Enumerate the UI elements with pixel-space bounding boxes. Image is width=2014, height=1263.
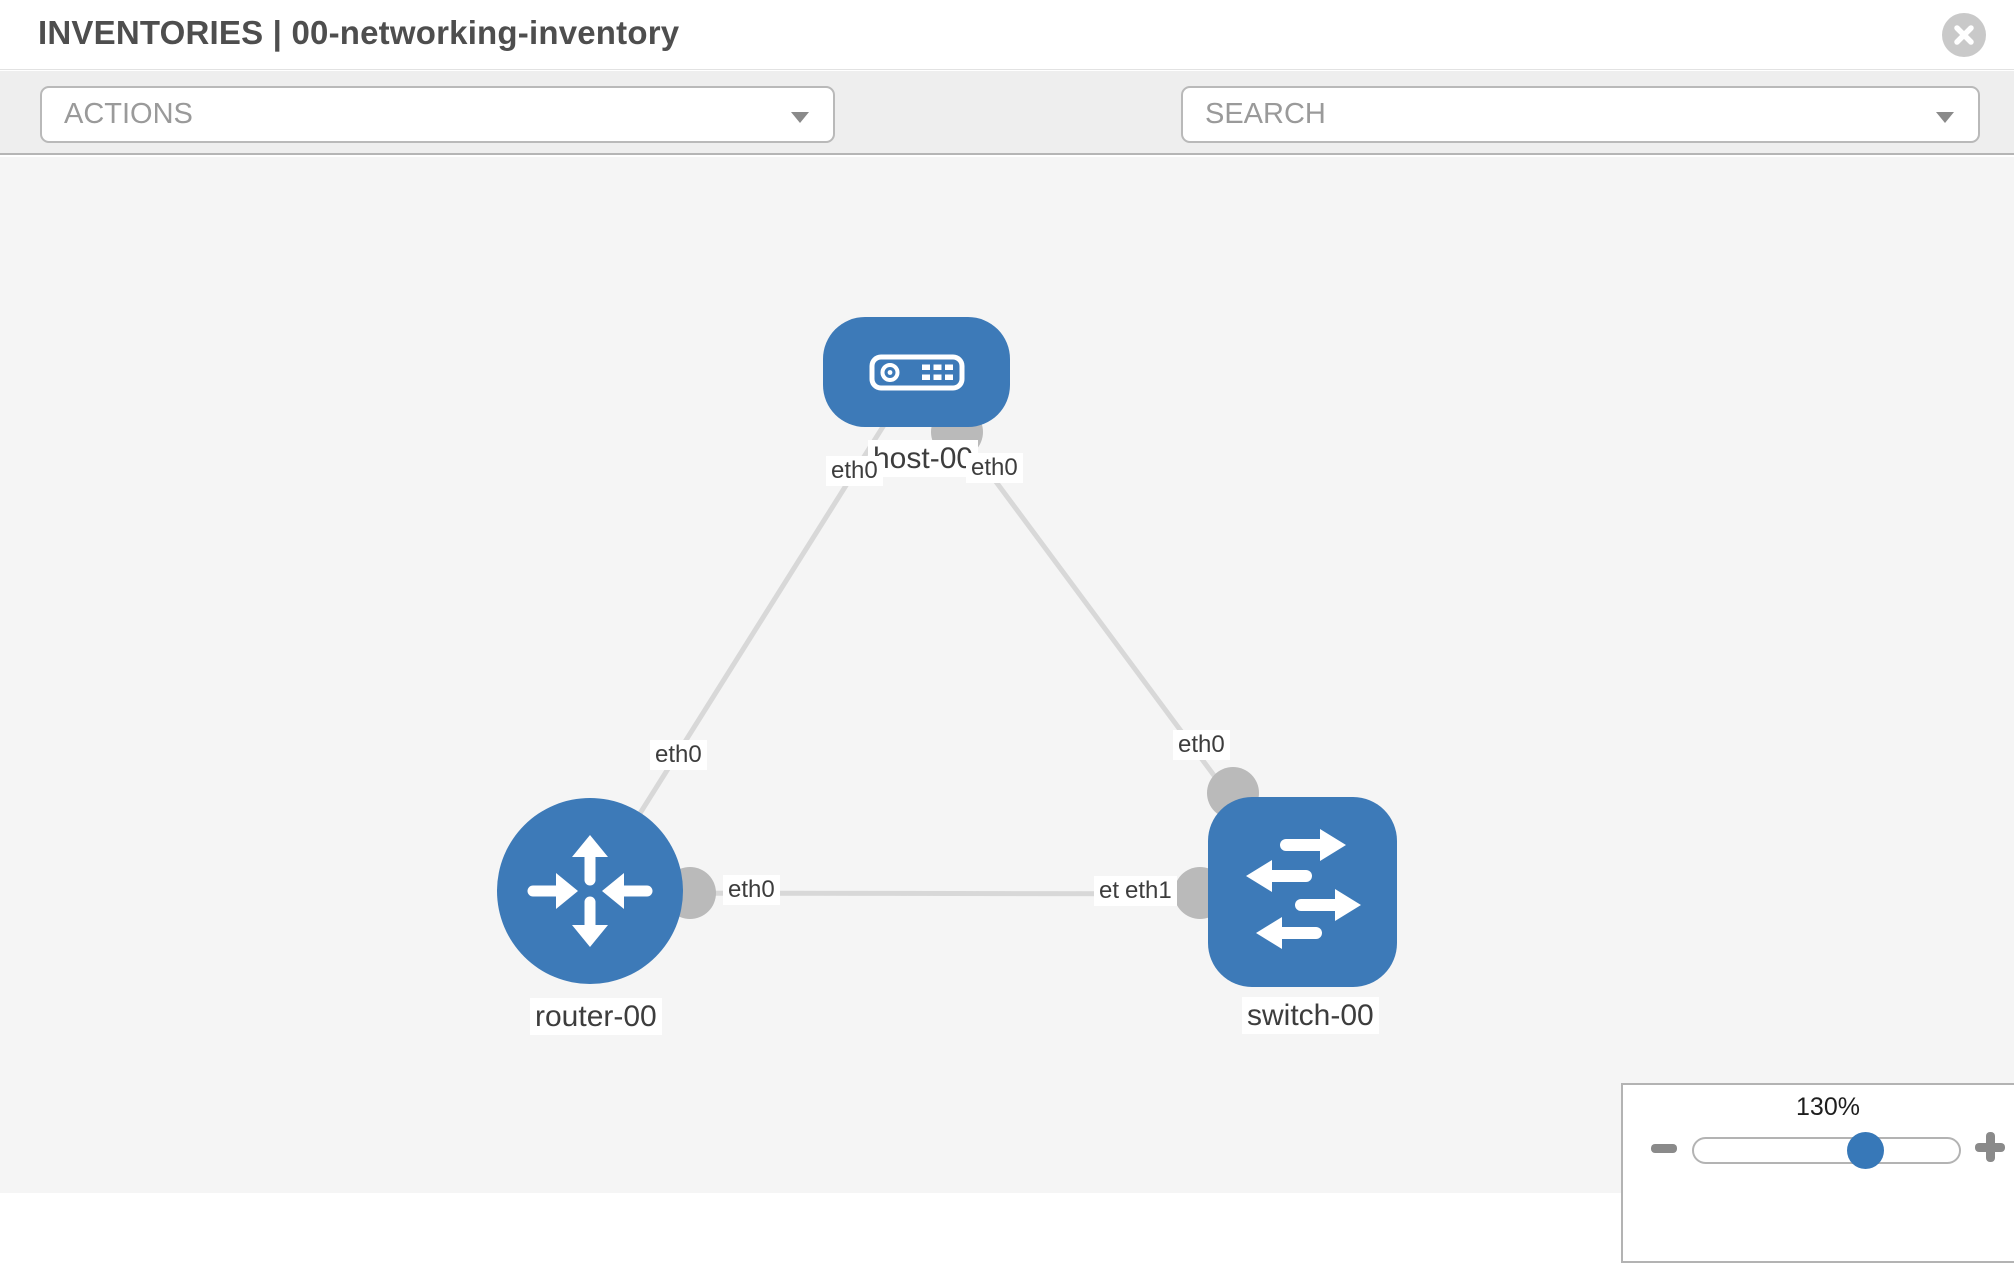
router-icon: [520, 821, 660, 961]
zoom-panel: 130%: [1621, 1083, 2014, 1263]
host-icon: [869, 354, 965, 391]
actions-dropdown[interactable]: ACTIONS: [40, 86, 835, 143]
chevron-down-icon: [1936, 112, 1954, 123]
page-title: INVENTORIES | 00-networking-inventory: [38, 14, 680, 51]
interface-label: eth0: [650, 740, 707, 771]
search-dropdown-label: SEARCH: [1205, 98, 1326, 130]
links-layer: [587, 372, 1305, 897]
interface-label: eth1: [1120, 876, 1177, 907]
topology-canvas[interactable]: host-00 router-00 switch-00 eth0 eth0 et…: [0, 157, 2014, 1193]
node-router-00[interactable]: [497, 798, 683, 984]
interface-label: eth0: [723, 875, 780, 906]
switch-icon: [1223, 812, 1383, 972]
search-dropdown[interactable]: SEARCH: [1181, 86, 1980, 143]
node-label-host: host-00: [868, 440, 979, 477]
zoom-slider[interactable]: [1692, 1132, 1961, 1169]
zoom-out-button[interactable]: [1651, 1144, 1677, 1153]
zoom-level: 130%: [1796, 1093, 1860, 1121]
node-label-router: router-00: [530, 998, 662, 1035]
node-switch-00[interactable]: [1208, 797, 1397, 987]
title-bar: INVENTORIES | 00-networking-inventory: [0, 0, 2014, 70]
interface-label: eth0: [826, 456, 883, 487]
node-host-00[interactable]: [823, 317, 1010, 427]
toolbar: ACTIONS SEARCH: [0, 71, 2014, 205]
zoom-slider-knob[interactable]: [1847, 1132, 1884, 1169]
close-button[interactable]: [1942, 13, 1986, 57]
interface-label: eth0: [966, 453, 1023, 484]
chevron-down-icon: [791, 112, 809, 123]
actions-dropdown-label: ACTIONS: [64, 98, 193, 130]
node-label-switch: switch-00: [1242, 997, 1379, 1034]
zoom-in-button[interactable]: [1975, 1132, 2005, 1162]
close-icon: [1953, 24, 1975, 46]
interface-label: eth0: [1173, 730, 1230, 761]
